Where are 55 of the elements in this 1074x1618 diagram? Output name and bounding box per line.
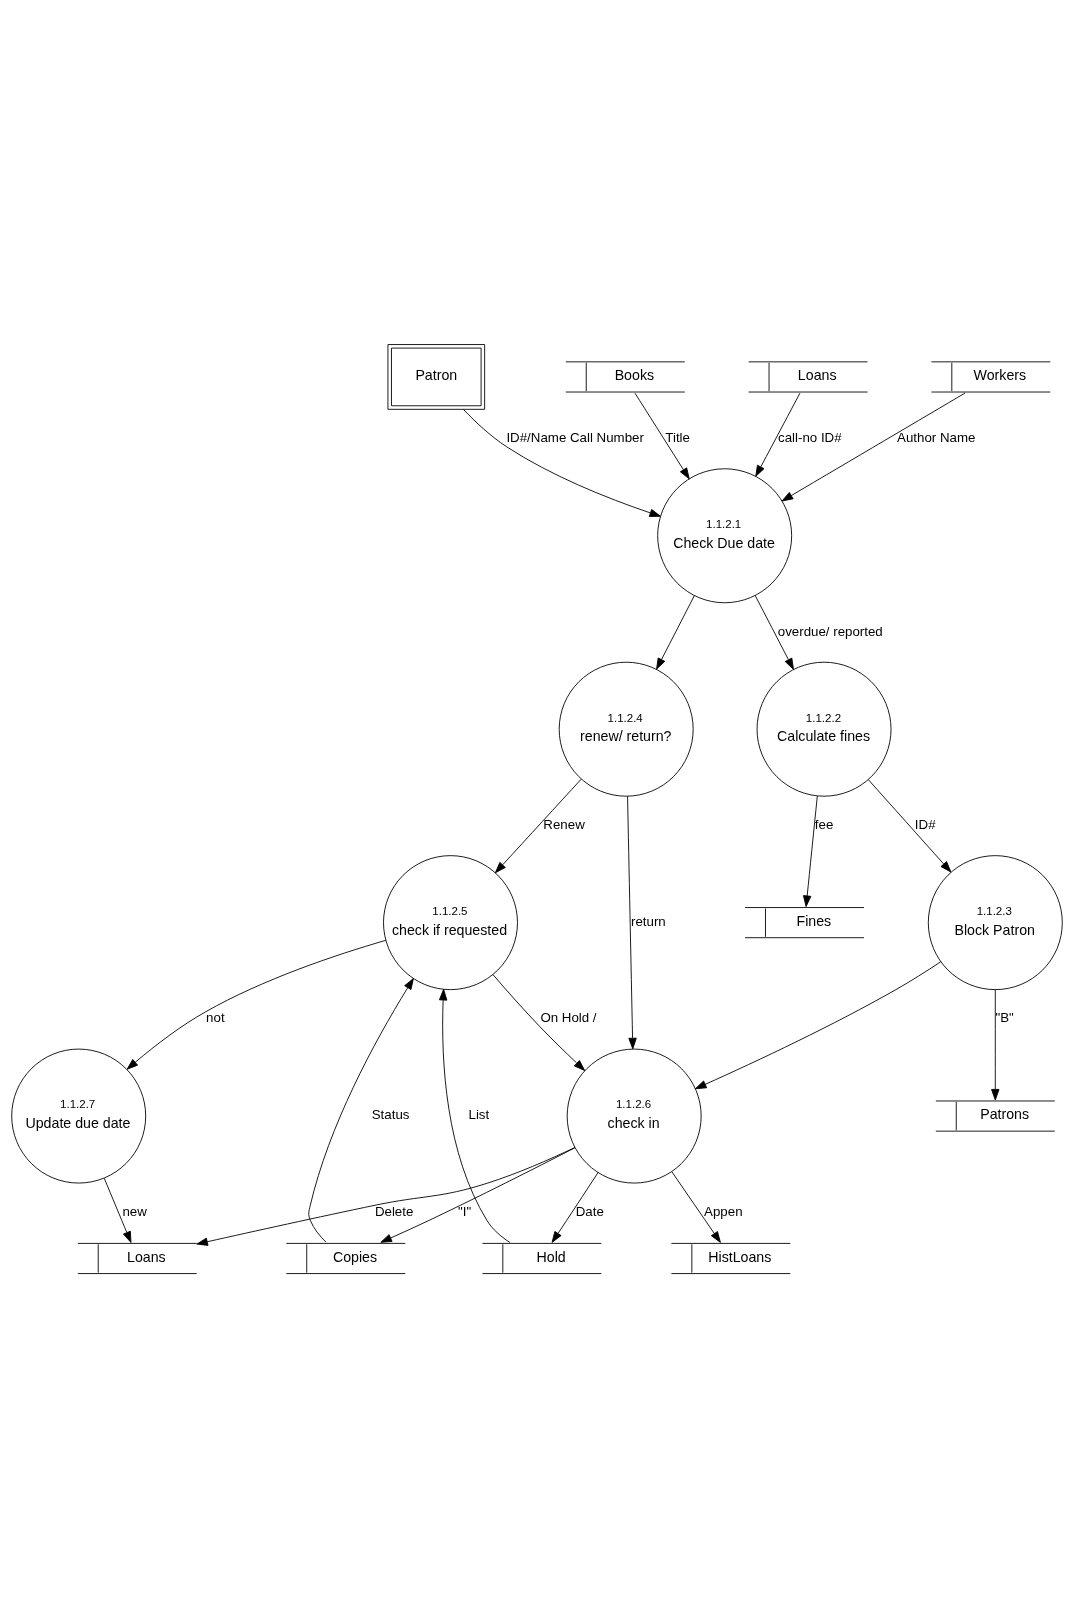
edge-label: return bbox=[630, 913, 666, 929]
node-circle: 1.1.2.2 Calculate fines bbox=[756, 661, 892, 797]
arrow bbox=[781, 392, 966, 501]
edge-label: Date bbox=[575, 1203, 604, 1219]
node-text: Patrons bbox=[980, 1105, 1030, 1122]
edge-label: Status bbox=[371, 1106, 410, 1122]
arrow bbox=[438, 988, 511, 1243]
arrow bbox=[492, 973, 586, 1071]
arrow bbox=[634, 392, 690, 479]
node-circle: 1.1.2.4 renew/ return? bbox=[558, 661, 694, 797]
arrow bbox=[656, 594, 695, 670]
edge-label: fee bbox=[814, 816, 834, 832]
node-text: Fines bbox=[796, 912, 832, 929]
edge-label: "I" bbox=[458, 1203, 472, 1219]
node-box: Patron bbox=[387, 343, 486, 410]
edge-label: Renew bbox=[543, 816, 585, 832]
arrow bbox=[462, 408, 661, 517]
node-circle: 1.1.2.6 check in bbox=[566, 1048, 702, 1183]
edge-label: On Hold / bbox=[540, 1009, 597, 1025]
node-text: Loans bbox=[127, 1248, 166, 1265]
edge-label: not bbox=[206, 1009, 225, 1025]
edge-label: ID#/Name Call Number bbox=[506, 429, 644, 445]
arrow bbox=[991, 988, 1000, 1100]
arrow bbox=[126, 939, 387, 1070]
edge-label: Title bbox=[665, 429, 690, 445]
edge-label: new bbox=[122, 1203, 147, 1219]
edge-label: List bbox=[468, 1106, 490, 1122]
arrow bbox=[755, 392, 801, 477]
arrow bbox=[380, 1146, 576, 1243]
node-text: HistLoans bbox=[708, 1248, 772, 1265]
arrow bbox=[494, 778, 582, 873]
arrow bbox=[551, 1171, 599, 1243]
node-text: Hold bbox=[536, 1248, 566, 1265]
arrow bbox=[103, 1177, 132, 1243]
node-circle: 1.1.2.7 Update due date bbox=[11, 1048, 147, 1183]
edge-label: ID# bbox=[914, 816, 936, 832]
node-text: Books bbox=[614, 366, 655, 383]
edge-label: Appen bbox=[704, 1203, 743, 1219]
edge-label: overdue/ reported bbox=[777, 623, 883, 639]
node-text: Copies bbox=[332, 1248, 378, 1265]
edge-label: call-no ID# bbox=[778, 429, 842, 445]
node-text: Workers bbox=[973, 366, 1027, 383]
arrow bbox=[671, 1170, 721, 1243]
arrow bbox=[803, 795, 818, 907]
edge-label: Author Name bbox=[897, 429, 976, 445]
arrow bbox=[867, 778, 952, 872]
edge-label: Delete bbox=[374, 1203, 414, 1219]
arrow bbox=[196, 1146, 576, 1246]
arrow bbox=[627, 795, 637, 1049]
node-circle: 1.1.2.3 Block Patron bbox=[927, 854, 1063, 990]
edge-label: "B" bbox=[995, 1009, 1014, 1025]
arrow bbox=[694, 960, 942, 1089]
node-text: Loans bbox=[797, 366, 837, 383]
arrow bbox=[754, 594, 794, 670]
arrow bbox=[308, 977, 414, 1243]
